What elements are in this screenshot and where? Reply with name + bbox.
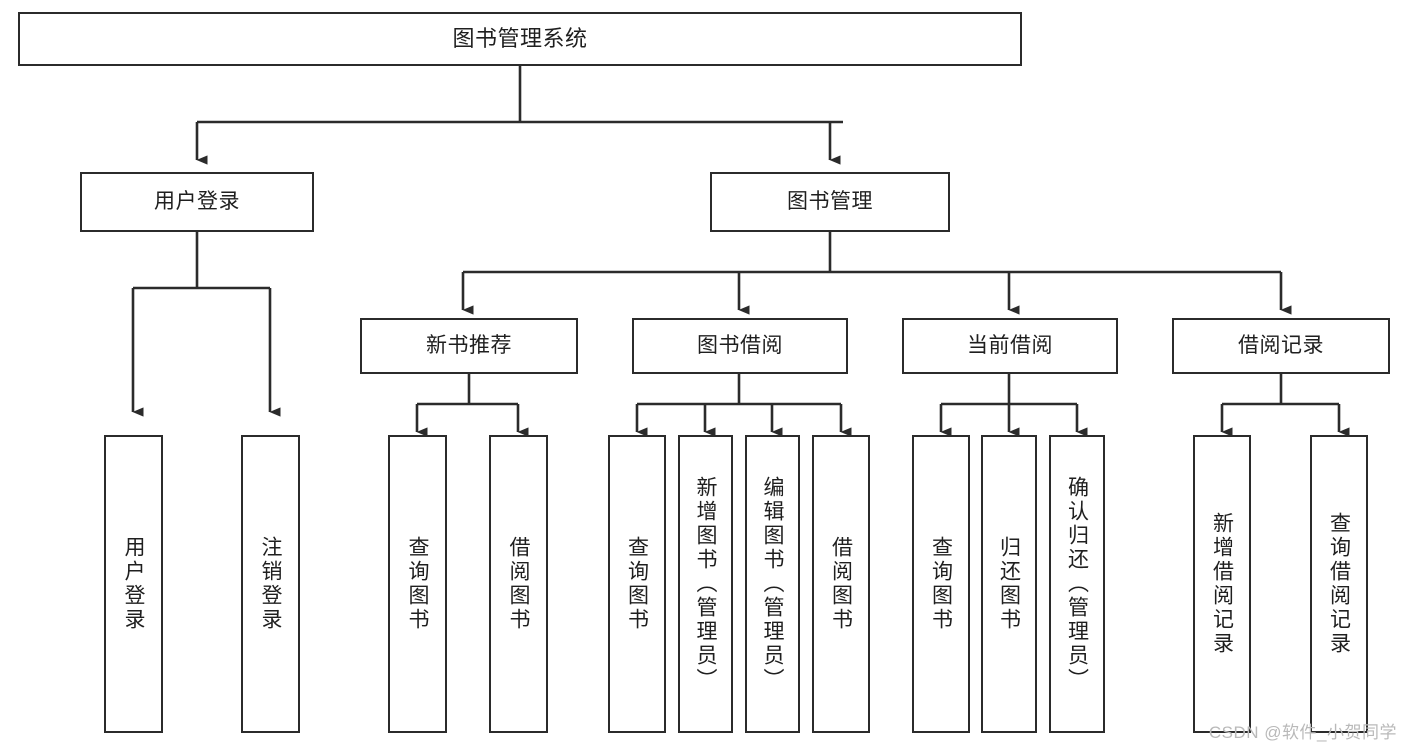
leaf-record-query-record[interactable]: 查询借阅记录 <box>1310 435 1368 733</box>
leaf-current-confirm-return-admin[interactable]: 确认归还（管理员） <box>1049 435 1105 733</box>
node-book-borrow[interactable]: 图书借阅 <box>632 318 848 374</box>
node-label: 当前借阅 <box>967 333 1053 357</box>
leaf-borrow-borrow-book[interactable]: 借阅图书 <box>812 435 870 733</box>
node-book-management[interactable]: 图书管理 <box>710 172 950 232</box>
node-current-borrow[interactable]: 当前借阅 <box>902 318 1118 374</box>
node-label: 新增图书（管理员） <box>694 476 717 692</box>
node-label: 注销登录 <box>259 536 282 632</box>
leaf-user-login-logout[interactable]: 注销登录 <box>241 435 300 733</box>
leaf-current-return-book[interactable]: 归还图书 <box>981 435 1037 733</box>
node-label: 归还图书 <box>997 536 1021 632</box>
node-label: 查询图书 <box>929 536 953 632</box>
watermark-text: CSDN @软件_小贺同学 <box>1208 723 1397 742</box>
leaf-borrow-add-book-admin[interactable]: 新增图书（管理员） <box>678 435 733 733</box>
leaf-record-add-record[interactable]: 新增借阅记录 <box>1193 435 1251 733</box>
node-label: 查询图书 <box>625 536 649 632</box>
leaf-user-login-login[interactable]: 用户登录 <box>104 435 163 733</box>
leaf-recommend-query-book[interactable]: 查询图书 <box>388 435 447 733</box>
leaf-recommend-borrow-book[interactable]: 借阅图书 <box>489 435 548 733</box>
leaf-borrow-edit-book-admin[interactable]: 编辑图书（管理员） <box>745 435 800 733</box>
node-new-book-recommend[interactable]: 新书推荐 <box>360 318 578 374</box>
node-root-system[interactable]: 图书管理系统 <box>18 12 1022 66</box>
node-label: 图书管理 <box>787 189 873 213</box>
node-label: 用户登录 <box>154 189 240 213</box>
node-label: 用户登录 <box>122 536 145 632</box>
node-label: 借阅图书 <box>507 536 530 632</box>
node-label: 新增借阅记录 <box>1210 512 1234 656</box>
node-label: 借阅图书 <box>829 536 853 632</box>
node-borrow-record[interactable]: 借阅记录 <box>1172 318 1390 374</box>
node-label: 借阅记录 <box>1238 333 1324 357</box>
node-label: 图书管理系统 <box>452 26 588 52</box>
node-label: 查询图书 <box>406 536 429 632</box>
node-label: 确认归还（管理员） <box>1065 476 1089 692</box>
node-label: 编辑图书（管理员） <box>761 476 784 692</box>
leaf-current-query-book[interactable]: 查询图书 <box>912 435 970 733</box>
leaf-borrow-query-book[interactable]: 查询图书 <box>608 435 666 733</box>
node-user-login[interactable]: 用户登录 <box>80 172 314 232</box>
node-label: 新书推荐 <box>426 333 512 357</box>
node-label: 查询借阅记录 <box>1327 512 1351 656</box>
node-label: 图书借阅 <box>697 333 783 357</box>
